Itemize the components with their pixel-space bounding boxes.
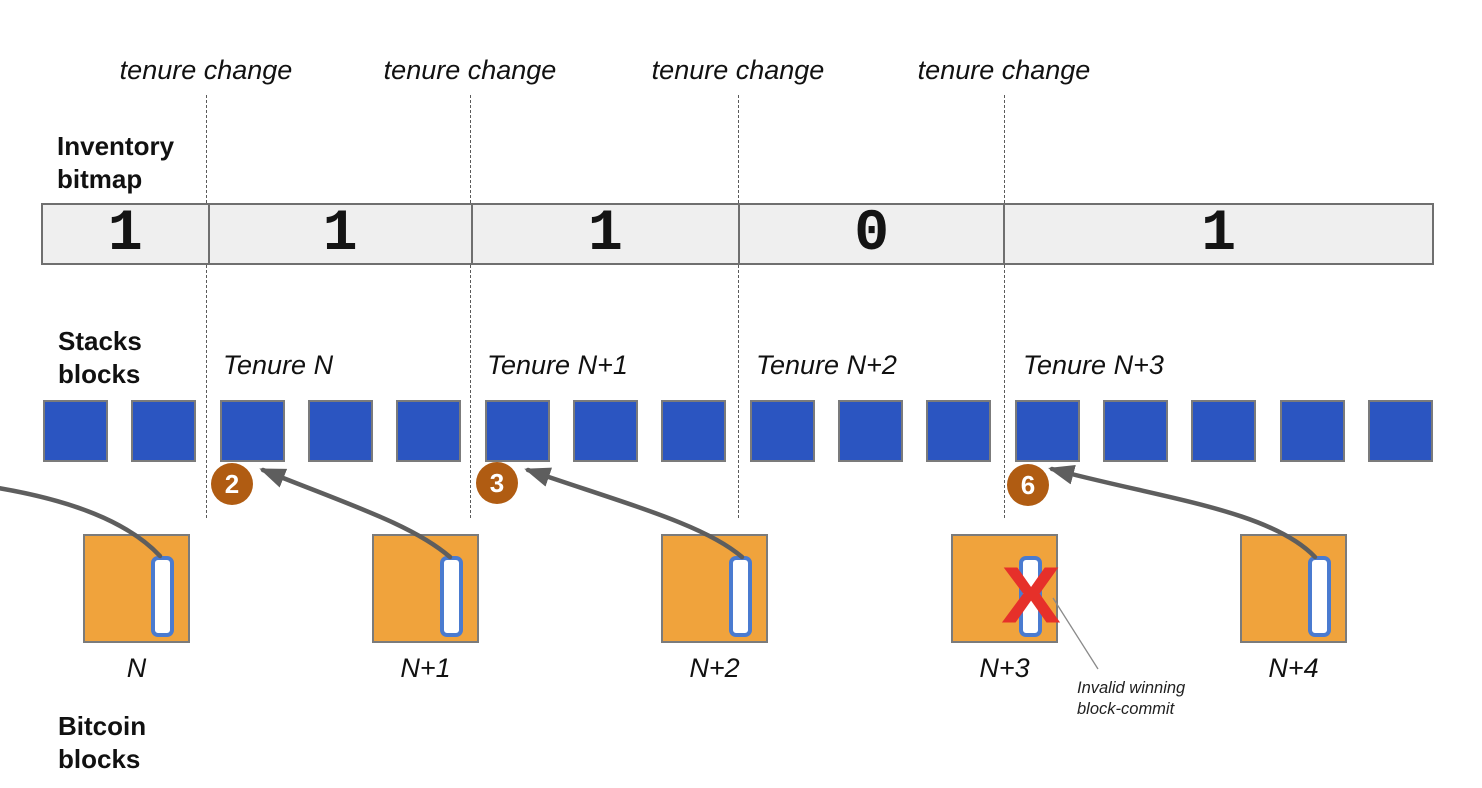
stacks-block [661, 400, 726, 462]
tenure-divider-dashed-line [1004, 95, 1005, 518]
tenure-change-label: tenure change [651, 55, 825, 85]
bitcoin-block-label: N+3 [979, 653, 1030, 683]
bitcoin-block-label: N+4 [1268, 653, 1319, 683]
bitmap-segment-value: 1 [1003, 202, 1432, 267]
stacks-block [838, 400, 903, 462]
bitcoin-block: X N+3 [951, 534, 1061, 683]
stacks-block [308, 400, 373, 462]
tenure-divider-dashed-line [738, 95, 739, 518]
stacks-block [750, 400, 815, 462]
invalid-commit-annotation-line2: block-commit [1077, 700, 1175, 718]
stacks-block [131, 400, 196, 462]
bitcoin-block: N+4 [1240, 534, 1347, 683]
sortition-count-badge: 2 [211, 463, 253, 505]
stacks-block [396, 400, 461, 462]
sortition-count-badge: 3 [476, 462, 518, 504]
stacks-block [485, 400, 550, 462]
bitmap-segment-value: 0 [738, 202, 1003, 267]
bitmap-segment-value: 1 [107, 201, 143, 267]
bitcoin-block-label: N+1 [400, 653, 451, 683]
stacks-block [1103, 400, 1168, 462]
stacks-block [1191, 400, 1256, 462]
stacks-blocks-label: Stacks blocks [58, 325, 142, 391]
tenure-change-label: tenure change [917, 55, 1091, 85]
stacks-block [220, 400, 285, 462]
bitcoin-block: N+2 [661, 534, 768, 683]
bitmap-segment-value: 1 [470, 202, 738, 267]
stacks-blocks-label-line1: Stacks [58, 326, 142, 356]
invalid-commit-annotation: Invalid winning block-commit [1077, 678, 1185, 720]
bitcoin-blocks-label-line2: blocks [58, 744, 141, 774]
block-commit [1019, 556, 1042, 637]
block-commit [440, 556, 463, 637]
block-commit [1308, 556, 1331, 637]
tenure-change-label: tenure change [383, 55, 557, 85]
tenure-divider-dashed-line [206, 95, 207, 518]
stacks-block [1368, 400, 1433, 462]
bitcoin-blocks-label-line1: Bitcoin [58, 711, 147, 741]
invalid-x-mark: X [1000, 549, 1061, 639]
inventory-bitmap-label: Inventory bitmap [57, 130, 174, 196]
stacks-block [43, 400, 108, 462]
block-commit [151, 556, 174, 637]
sortition-count-badge: 6 [1007, 464, 1049, 506]
bitmap-segment-value: 1 [207, 202, 471, 267]
tenure-label: Tenure N+3 [1023, 350, 1164, 380]
tenure-label: Tenure N+2 [756, 350, 897, 380]
invalid-commit-annotation-line1: Invalid winning [1077, 679, 1186, 697]
stacks-block [573, 400, 638, 462]
bitcoin-blocks-label: Bitcoin blocks [58, 710, 146, 776]
stacks-blocks-label-line2: blocks [58, 359, 141, 389]
tenure-label: Tenure N [223, 350, 334, 380]
bitcoin-block: N [83, 534, 190, 683]
bitcoin-block-label: N [126, 653, 147, 683]
tenure-label: Tenure N+1 [487, 350, 628, 380]
tenure-divider-dashed-line [470, 95, 471, 518]
inventory-bitmap-label-line2: bitmap [57, 164, 143, 194]
inventory-bitmap-label-line1: Inventory [57, 131, 175, 161]
stacks-block [1280, 400, 1345, 462]
block-commit [729, 556, 752, 637]
stacks-block [1015, 400, 1080, 462]
stacks-block [926, 400, 991, 462]
tenure-change-label: tenure change [119, 55, 293, 85]
bitcoin-block-label: N+2 [689, 653, 740, 683]
bitcoin-block: N+1 [372, 534, 479, 683]
